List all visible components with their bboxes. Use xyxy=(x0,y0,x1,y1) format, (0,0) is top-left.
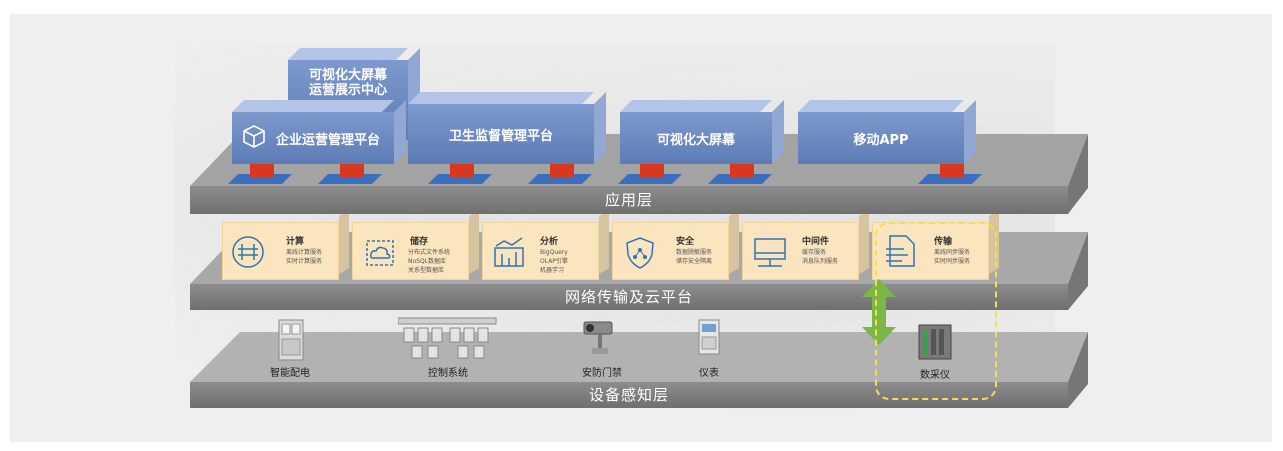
card-side xyxy=(729,210,739,274)
card-face xyxy=(742,222,859,280)
app-box-side xyxy=(394,100,406,164)
card-security: 安全 数据脱敏服务 储存安全隔离 xyxy=(612,210,739,280)
app-box-health-supervision: 卫生监督管理平台 xyxy=(408,92,606,164)
app-box-visual-screen: 可视化大屏幕 xyxy=(620,100,784,164)
cloud-storage-icon xyxy=(366,240,394,266)
card-face xyxy=(612,222,729,280)
app-box-label: 卫生监督管理平台 xyxy=(408,104,594,164)
network-layer-side xyxy=(1068,232,1088,310)
card-desc: 缓存服务 消息队列服务 xyxy=(802,249,839,265)
app-box-side xyxy=(964,100,976,164)
meter-box-icon xyxy=(698,319,720,355)
app-box-top xyxy=(408,92,594,104)
card-side xyxy=(339,210,349,274)
card-desc: 数据脱敏服务 储存安全隔离 xyxy=(676,249,713,265)
app-box-mobile-app: 移动APP xyxy=(798,100,976,164)
analytics-chart-icon xyxy=(494,237,524,267)
card-title: 安全 xyxy=(676,237,695,247)
device-label: 智能配电 xyxy=(270,368,310,379)
card-side xyxy=(599,210,609,274)
app-box-top xyxy=(232,100,394,112)
network-layer-label: 网络传输及云平台 xyxy=(190,284,1068,310)
card-desc: BigQuery OLAP引擎 机器学习 xyxy=(540,249,568,274)
card-title: 分析 xyxy=(540,237,559,247)
app-box-top xyxy=(798,100,964,112)
card-face xyxy=(482,222,599,280)
compute-icon xyxy=(232,236,264,268)
diagram-stage: 设备感知层 智能配电 控制系统 xyxy=(10,14,1272,442)
highlight-frame xyxy=(875,222,997,400)
card-title: 储存 xyxy=(410,237,429,247)
device-label: 仪表 xyxy=(699,368,719,379)
device-label: 数采仪 xyxy=(920,370,950,381)
application-layer-label: 应用层 xyxy=(190,186,1068,214)
app-box-label: 企业运营管理平台 xyxy=(232,112,394,164)
shield-icon xyxy=(626,237,654,269)
app-box-side xyxy=(772,100,784,164)
device-layer-top xyxy=(190,332,1088,382)
app-box-mounts xyxy=(228,164,982,184)
document-transfer-icon xyxy=(886,235,915,267)
device-layer-label: 设备感知层 xyxy=(190,382,1068,408)
card-title: 计算 xyxy=(286,237,305,247)
app-box-enterprise-platform: 企业运营管理平台 xyxy=(232,100,406,164)
monitor-icon xyxy=(754,238,786,267)
card-desc: 离线同步服务 实时同步服务 xyxy=(934,249,971,265)
power-cabinet-icon xyxy=(278,319,304,361)
card-side xyxy=(469,210,479,274)
card-face xyxy=(352,222,469,280)
card-side xyxy=(859,210,869,274)
security-camera-icon xyxy=(583,321,613,354)
card-desc: 离线计算服务 实时计算服务 xyxy=(286,249,323,265)
app-box-top xyxy=(288,48,408,60)
device-label: 安防门禁 xyxy=(582,368,622,379)
application-layer-side xyxy=(1068,134,1088,214)
card-analysis: 分析 BigQuery OLAP引擎 机器学习 xyxy=(482,210,609,280)
card-storage: 储存 分布式文件系统 NoSQL数据库 关系型数据库 xyxy=(352,210,479,280)
card-middleware: 中间件 缓存服务 消息队列服务 xyxy=(742,210,869,280)
app-box-label: 移动APP xyxy=(798,112,964,164)
card-compute: 计算 离线计算服务 实时计算服务 xyxy=(222,210,349,280)
bidirectional-arrow-icon xyxy=(862,279,896,345)
data-collector-icon xyxy=(918,324,952,360)
card-title: 传输 xyxy=(934,237,953,247)
card-title: 中间件 xyxy=(802,237,830,247)
control-system-icon xyxy=(398,317,497,359)
app-box-top xyxy=(620,100,772,112)
device-label: 控制系统 xyxy=(428,368,468,379)
cube-icon xyxy=(243,125,265,148)
app-box-side xyxy=(594,92,606,164)
device-layer-side xyxy=(1068,332,1088,408)
app-box-label: 可视化大屏幕 xyxy=(620,112,772,164)
card-desc: 分布式文件系统 NoSQL数据库 关系型数据库 xyxy=(408,249,451,274)
